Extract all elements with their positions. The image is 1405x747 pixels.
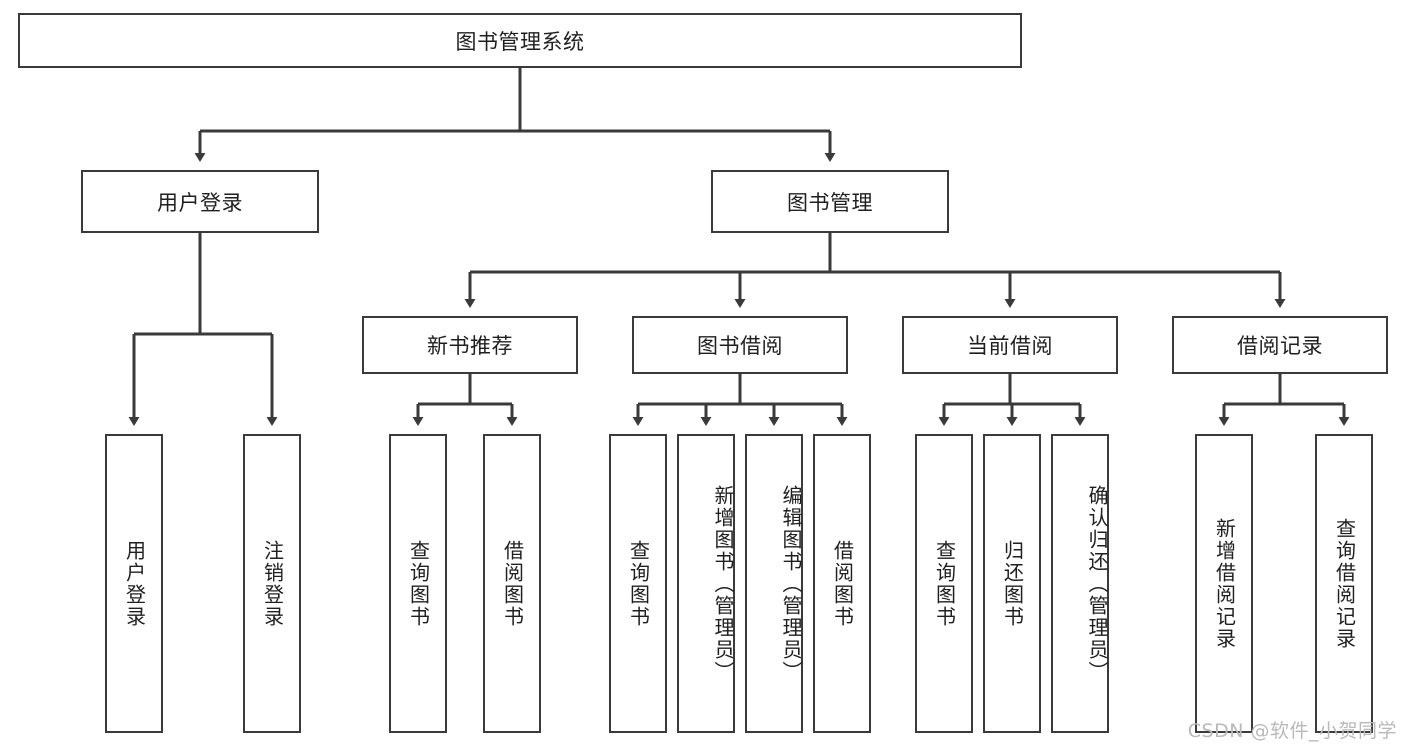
node-leaf-add-book[interactable]: 新增图书（管理员） — [677, 434, 735, 733]
node-new-book-rec[interactable]: 新书推荐 — [362, 316, 578, 374]
node-leaf-query-book-2[interactable]: 查询图书 — [609, 434, 667, 733]
node-leaf-query-book-3-label: 查询图书 — [932, 539, 957, 628]
node-book-borrow-label: 图书借阅 — [697, 334, 783, 358]
node-leaf-confirm-return[interactable]: 确认归还（管理员） — [1051, 434, 1109, 733]
node-leaf-edit-book-label: 编辑图书（管理员） — [779, 484, 803, 683]
node-leaf-user-login[interactable]: 用户登录 — [105, 434, 163, 733]
node-leaf-borrow-book-1[interactable]: 借阅图书 — [483, 434, 541, 733]
node-leaf-borrow-book-2-label: 借阅图书 — [830, 539, 855, 628]
node-user-login[interactable]: 用户登录 — [81, 170, 319, 233]
node-borrow-record-label: 借阅记录 — [1237, 334, 1323, 358]
node-leaf-query-book-1[interactable]: 查询图书 — [389, 434, 447, 733]
node-current-borrow[interactable]: 当前借阅 — [902, 316, 1118, 374]
node-user-login-label: 用户登录 — [157, 190, 243, 215]
node-borrow-record[interactable]: 借阅记录 — [1172, 316, 1388, 374]
node-book-borrow[interactable]: 图书借阅 — [632, 316, 848, 374]
node-current-borrow-label: 当前借阅 — [967, 334, 1053, 358]
node-leaf-return-book-label: 归还图书 — [1000, 539, 1025, 628]
node-leaf-add-record[interactable]: 新增借阅记录 — [1195, 434, 1253, 733]
node-book-manage[interactable]: 图书管理 — [711, 170, 949, 233]
node-root[interactable]: 图书管理系统 — [18, 13, 1022, 68]
node-new-book-rec-label: 新书推荐 — [427, 334, 513, 358]
node-leaf-query-book-2-label: 查询图书 — [626, 539, 651, 628]
node-leaf-user-login-label: 用户登录 — [122, 539, 147, 628]
node-book-manage-label: 图书管理 — [787, 190, 873, 215]
node-leaf-add-book-label: 新增图书（管理员） — [711, 484, 735, 683]
node-leaf-query-book-3[interactable]: 查询图书 — [915, 434, 973, 733]
node-leaf-borrow-book-2[interactable]: 借阅图书 — [813, 434, 871, 733]
node-leaf-logout[interactable]: 注销登录 — [243, 434, 301, 733]
node-leaf-edit-book[interactable]: 编辑图书（管理员） — [745, 434, 803, 733]
node-root-label: 图书管理系统 — [455, 29, 585, 54]
node-leaf-borrow-book-1-label: 借阅图书 — [500, 539, 525, 628]
node-leaf-query-record-label: 查询借阅记录 — [1332, 517, 1357, 650]
node-leaf-query-record[interactable]: 查询借阅记录 — [1315, 434, 1373, 733]
node-leaf-confirm-return-label: 确认归还（管理员） — [1085, 484, 1109, 683]
watermark-text: CSDN @软件_小贺同学 — [1187, 720, 1397, 742]
node-leaf-add-record-label: 新增借阅记录 — [1212, 517, 1237, 650]
node-leaf-query-book-1-label: 查询图书 — [406, 539, 431, 628]
node-leaf-return-book[interactable]: 归还图书 — [983, 434, 1041, 733]
node-leaf-logout-label: 注销登录 — [260, 539, 285, 628]
